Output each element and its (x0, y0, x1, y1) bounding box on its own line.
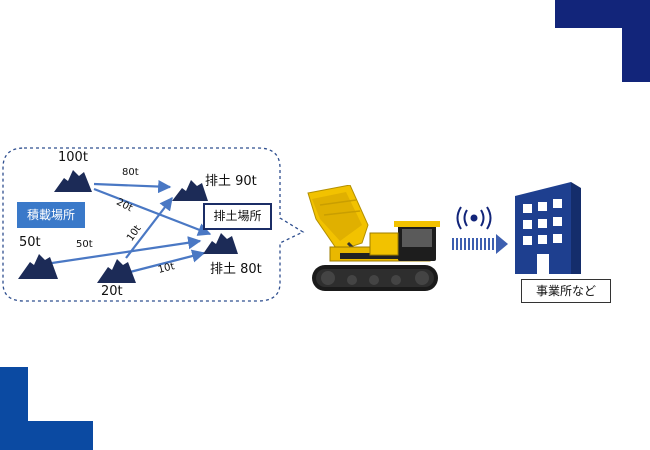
pile-label-dump-bottom: 排土 80t (210, 262, 262, 277)
pile-icon (97, 259, 136, 283)
loading-area-label: 積載場所 (17, 202, 85, 228)
office-label: 事業所など (521, 279, 611, 303)
arrow-icon (93, 187, 212, 236)
arrow-icon (129, 249, 206, 274)
wireless-signal-icon (452, 206, 508, 254)
pile-icon (18, 254, 58, 279)
arrow-label-80t: 80t (122, 167, 139, 178)
office-building-icon (515, 182, 581, 274)
arrow-label-50t: 50t (76, 239, 93, 250)
pile-label-dump-top: 排土 90t (205, 174, 257, 189)
pile-label-loading-bottom: 20t (101, 284, 123, 299)
arrow-icon (51, 236, 202, 265)
corner-decoration-bottom-left (0, 367, 93, 450)
corner-decoration-top-right (555, 0, 650, 82)
pile-icon (54, 170, 92, 192)
pile-icon (203, 233, 238, 254)
pile-label-loading-top: 100t (58, 150, 88, 165)
pile-icon (172, 180, 208, 201)
arrow-icon (125, 196, 173, 259)
arrow-icon (93, 179, 172, 194)
dump-truck-icon (307, 185, 440, 291)
dump-area-label: 排土場所 (203, 203, 272, 230)
pile-label-loading-left: 50t (19, 235, 41, 250)
